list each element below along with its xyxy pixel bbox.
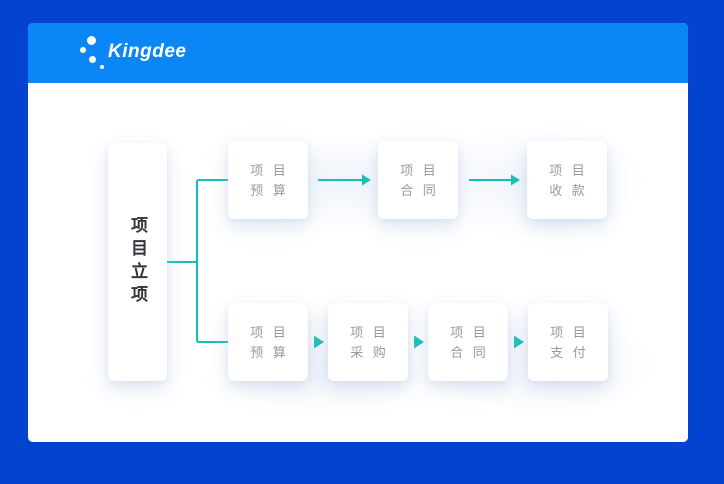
- logo-dot-icon: [100, 65, 104, 69]
- flow-node-label-line: 采 购: [350, 344, 389, 360]
- flow-connectors: [167, 174, 524, 349]
- flow-node-project-payment: 项 目 支 付: [528, 303, 608, 381]
- brand-name: Kingdee: [108, 41, 187, 62]
- arrow-right-icon: [318, 174, 371, 186]
- flow-node-label-line: 项 目: [450, 324, 489, 340]
- branch-connector: [167, 179, 228, 343]
- logo-dot-icon: [87, 36, 96, 45]
- logo-dot-icon: [89, 56, 96, 63]
- flow-node-label: 项目立项: [128, 216, 147, 308]
- triangle-right-icon: [414, 335, 424, 349]
- header-bar: Kingdee: [28, 23, 688, 83]
- flow-node-label-line: 项 目: [250, 324, 289, 340]
- flow-node-label-line: 项 目: [400, 162, 439, 178]
- flow-node-project-procurement: 项 目 采 购: [328, 303, 408, 381]
- flow-node-project-contract-top: 项 目 合 同: [378, 141, 458, 219]
- flow-node-label-line: 预 算: [250, 344, 289, 360]
- logo-dot-icon: [80, 47, 86, 53]
- flow-node-label-line: 合 同: [450, 344, 489, 360]
- flow-node-project-contract-bottom: 项 目 合 同: [428, 303, 508, 381]
- flow-node-label-line: 项 目: [350, 324, 389, 340]
- flow-node-label-line: 支 付: [550, 344, 589, 360]
- arrow-right-icon: [469, 174, 520, 186]
- flow-node-label-line: 项 目: [550, 324, 589, 340]
- kingdee-logo: Kingdee: [52, 31, 202, 75]
- flowchart-canvas: 项目立项 项 目 预 算 项 目 合 同 项 目 收 款 项 目 预 算 项 目…: [28, 83, 688, 442]
- triangle-right-icon: [514, 335, 524, 349]
- flow-node-project-budget-top: 项 目 预 算: [228, 141, 308, 219]
- content-frame: Kingdee: [28, 23, 688, 442]
- flow-node-label-line: 项 目: [549, 162, 588, 178]
- flow-node-label-line: 项 目: [250, 162, 289, 178]
- flow-node-project-initiation: 项目立项: [108, 143, 167, 381]
- flow-node-label-line: 收 款: [549, 182, 588, 198]
- flow-node-label-line: 合 同: [400, 182, 439, 198]
- flow-node-label-line: 预 算: [250, 182, 289, 198]
- flow-node-project-budget-bottom: 项 目 预 算: [228, 303, 308, 381]
- flow-node-project-receipt: 项 目 收 款: [527, 141, 607, 219]
- triangle-right-icon: [314, 335, 324, 349]
